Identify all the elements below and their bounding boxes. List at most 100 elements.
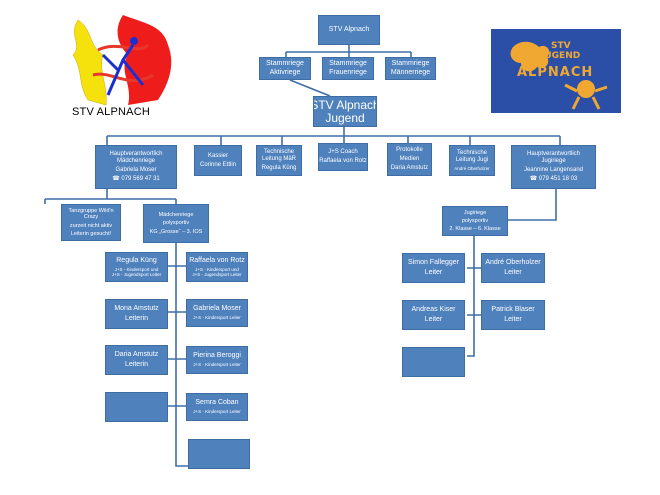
node-line: Jugend: [325, 110, 365, 125]
leader-name: Pierina Beroggi: [193, 352, 241, 360]
node-name: Daria Amstutz: [390, 164, 429, 171]
leader-role: J+S - Jugendsport Leiter: [111, 272, 162, 278]
node-hauptverantwortlich-maedchen[interactable]: Hauptverantwortlich Mädchenriege Gabriel…: [95, 145, 177, 189]
node-line: Frauenriege: [329, 68, 367, 76]
leader-role: Leiter: [504, 269, 522, 276]
node-line: Jugiriege: [541, 158, 566, 165]
leader-role: Leiterin: [125, 361, 148, 368]
leader-mona-amstutz[interactable]: Mona Amstutz Leiterin: [105, 299, 168, 329]
node-aktivriege[interactable]: Stammriege Aktivriege: [259, 57, 311, 80]
leader-role: J+S - Kindersport Leiter: [193, 315, 241, 321]
node-line: Mädchenriege: [116, 158, 156, 165]
jugend-figures-icon: [510, 41, 608, 110]
node-phone: ☎ 079 451 18 03: [529, 175, 578, 182]
leader-name: Patrick Blaser: [491, 305, 535, 313]
leader-andre-oberholzer[interactable]: André Oberholzer Leiter: [481, 253, 545, 283]
connector-aktiv-jugend: [289, 79, 331, 97]
connector-root: [285, 45, 412, 57]
connector-jugi-spine: [467, 235, 475, 357]
logo-alpnach-text: ALPNACH: [517, 65, 594, 80]
node-line: Leitung Jugi: [455, 156, 489, 163]
leader-role: Leiter: [504, 316, 522, 323]
node-phone: ☎ 079 569 47 31: [112, 175, 160, 182]
leader-name: Gabriela Moser: [193, 305, 241, 313]
leader-empty-slot[interactable]: [188, 439, 250, 469]
leader-empty-slot[interactable]: [105, 392, 168, 422]
leader-name: Mona Amstutz: [114, 304, 159, 312]
node-line: KG „Grosse“ – 3. IOS: [149, 228, 203, 235]
node-line: Tanzgruppe Wild'n: [68, 207, 114, 214]
node-line: Stammriege: [391, 60, 430, 68]
node-line: Crazy: [83, 214, 99, 221]
leader-role: J+S - Kindersport und: [114, 266, 159, 272]
node-name: Raffaela von Rotz: [319, 158, 367, 164]
node-name: André Oberholzer: [454, 165, 490, 171]
node-line: Jugiriege: [463, 209, 487, 216]
node-hauptverantwortlich-jugi[interactable]: Hauptverantwortlich Jugiriege Jeannine L…: [511, 145, 596, 189]
node-name: Corinne Ettlin: [199, 161, 237, 168]
node-frauenriege[interactable]: Stammriege Frauenriege: [322, 57, 374, 80]
leader-empty-slot[interactable]: [402, 347, 465, 377]
leader-name: André Oberholzer: [485, 258, 541, 266]
node-title: STV Alpnach: [328, 25, 370, 33]
node-line: Männerriege: [390, 68, 431, 76]
leader-raffaela-von-rotz[interactable]: Raffaela von Rotz J+S - Kindersport und …: [186, 252, 248, 282]
stv-alpnach-logo: [68, 15, 178, 125]
node-line: Technische: [263, 149, 295, 156]
node-line: Stammriege: [266, 60, 304, 68]
node-stv-jugend[interactable]: STV Alpnach Jugend: [313, 96, 377, 127]
leader-daria-amstutz[interactable]: Daria Amstutz Leiterin: [105, 345, 168, 375]
leader-role: Leiter: [424, 316, 443, 323]
leader-semra-coban[interactable]: Semra Coban J+S - Kindersport Leiter: [186, 393, 248, 421]
leader-simon-fallegger[interactable]: Simon Fallegger Leiter: [402, 253, 465, 283]
flame-figure-icon: [72, 15, 172, 106]
node-technische-leitung-maer[interactable]: Technische Leitung MäR Regula Küng: [256, 145, 302, 176]
leader-role: J+S - Kindersport und: [195, 266, 239, 272]
leader-regula-kueng[interactable]: Regula Küng J+S - Kindersport und J+S - …: [105, 252, 168, 282]
leader-name: Simon Fallegger: [408, 258, 459, 266]
leader-name: Daria Amstutz: [114, 350, 159, 358]
node-name: Jeannine Langensand: [523, 167, 584, 173]
leader-name: Regula Küng: [116, 256, 157, 264]
node-maedchenriege-polysportiv[interactable]: Mädchenriege polysportiv KG „Grosse“ – 3…: [143, 204, 209, 243]
node-stv-alpnach[interactable]: STV Alpnach: [318, 15, 380, 45]
leader-role: Leiterin: [125, 315, 148, 322]
logo-jugend-text: JUGEND: [541, 51, 581, 61]
leader-andreas-kiser[interactable]: Simon Fallegger Andreas Kiser Leiter: [402, 300, 465, 330]
node-line: polysportiv: [461, 217, 489, 224]
node-line: Mädchenriege: [158, 212, 194, 219]
logo-caption: STV ALPNACH: [72, 106, 151, 118]
node-js-coach[interactable]: J+S Coach Raffaela von Rotz: [318, 143, 368, 171]
leader-role: J+S - Jugendsport Leiter: [192, 272, 242, 278]
node-name: Regula Küng: [261, 164, 297, 171]
node-line: Hauptverantwortlich: [109, 151, 163, 158]
node-technische-leitung-jugi[interactable]: Technische Leitung Jugi André Oberholzer: [449, 145, 495, 176]
node-line: Protokolle: [396, 147, 423, 154]
node-kassier[interactable]: Kassier Corinne Ettlin: [194, 145, 242, 176]
stv-jugend-alpnach-logo: STV JUGEND ALPNACH: [491, 29, 621, 113]
node-line: Aktivriege: [269, 68, 301, 76]
node-line: STV Alpnach: [313, 97, 377, 112]
connector-maedchen-spine: [175, 243, 188, 467]
node-line: Hauptverantwortlich: [526, 151, 581, 158]
node-line: Technische: [456, 150, 488, 157]
connector-maedchen: [44, 189, 177, 204]
leader-gabriela-moser[interactable]: Gabriela Moser J+S - Kindersport Leiter: [186, 299, 248, 327]
logo-stv-text: STV: [551, 41, 571, 51]
node-tanzgruppe[interactable]: Tanzgruppe Wild'n Crazy zurzeit nicht ak…: [61, 204, 121, 241]
node-line: 2. Klasse – 6. Klasse: [449, 226, 501, 233]
node-line: zurzeit nicht aktiv: [69, 222, 113, 229]
node-role: J+S Coach: [328, 149, 358, 156]
node-name: Gabriela Moser: [115, 167, 157, 173]
leader-role: J+S - Kindersport Leiter: [193, 362, 241, 368]
leader-name: Semra Coban: [195, 399, 239, 407]
leader-role: J+S - Kindersport Leiter: [193, 409, 241, 415]
node-line: Stammriege: [329, 60, 367, 68]
node-jugiriege-polysportiv[interactable]: Jugiriege polysportiv 2. Klasse – 6. Kla…: [442, 206, 508, 236]
node-protokolle-medien[interactable]: Protokolle Medien Daria Amstutz: [387, 143, 432, 176]
connector-jugend-level2: [106, 127, 561, 145]
leader-pierina-beroggi[interactable]: Pierina Beroggi J+S - Kindersport Leiter: [186, 346, 248, 374]
node-maennerriege[interactable]: Stammriege Männerriege: [385, 57, 436, 80]
node-line: Leiterin gesucht!: [70, 230, 112, 237]
leader-patrick-blaser[interactable]: Patrick Blaser Leiter: [481, 300, 545, 330]
